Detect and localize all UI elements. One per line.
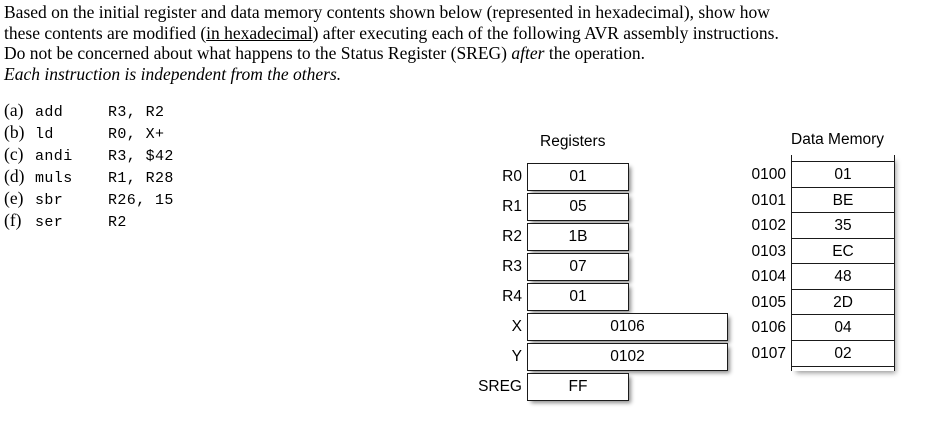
prose-line-1-text: Based on the initial register and data m… [4, 2, 770, 22]
register-value-box[interactable]: FF [527, 373, 629, 401]
register-label: X [511, 318, 522, 335]
register-row: X 0106 [512, 313, 728, 343]
memory-address: 0101 [751, 191, 786, 209]
prose-line-4: Each instruction is independent from the… [4, 64, 948, 85]
instruction-label: (a) [4, 100, 24, 120]
instruction-item: (e) sbr R26, 15 [4, 187, 174, 209]
data-memory-title: Data Memory [791, 131, 885, 148]
register-value-box[interactable]: 0102 [527, 343, 728, 371]
register-row: R3 07 [502, 253, 629, 283]
register-label: SREG [478, 378, 522, 395]
memory-value: 01 [834, 166, 852, 183]
register-row: R0 01 [502, 163, 629, 193]
memory-address: 0100 [751, 166, 786, 183]
register-label: R0 [502, 168, 522, 185]
instruction-operands: R2 [108, 214, 127, 231]
instruction-item: (c) andi R3, $42 [4, 143, 174, 165]
prose-line-2-part-b: ) after executing each of the following … [312, 22, 779, 43]
data-memory-table: 0100 01 0101 BE 0102 35 0103 EC 0104 48 … [752, 155, 895, 371]
register-value-box[interactable]: 07 [527, 253, 629, 281]
register-value-box[interactable]: 01 [527, 283, 629, 311]
question-prose: Based on the initial register and data m… [4, 2, 948, 84]
instruction-mnemonic: muls [35, 170, 73, 187]
prose-independence-note: Each instruction is independent from the… [4, 63, 342, 84]
register-value-box[interactable]: 0106 [527, 313, 728, 341]
prose-underlined-hexadecimal: in hexadecimal [206, 22, 313, 43]
instruction-operands: R26, 15 [108, 192, 174, 209]
register-label: R1 [502, 198, 522, 215]
instruction-operands: R3, $42 [108, 148, 174, 165]
memory-address: 0105 [751, 293, 786, 311]
prose-italic-after: after [511, 43, 545, 63]
memory-address: 0107 [751, 344, 786, 362]
instruction-label: (c) [4, 144, 24, 164]
register-row: Y 0102 [512, 343, 728, 373]
instruction-list: (a) add R3, R2 (b) ld R0, X+ (c) andi R3… [4, 99, 174, 231]
instruction-mnemonic: sbr [35, 192, 64, 209]
prose-line-2-part-a: these contents are modified ( [4, 22, 207, 43]
prose-line-1: Based on the initial register and data m… [4, 2, 948, 23]
register-label: R3 [502, 258, 522, 275]
memory-row[interactable]: 0104 48 [752, 263, 894, 290]
instruction-item: (d) muls R1, R28 [4, 165, 174, 187]
memory-value: BE [832, 191, 854, 209]
register-value-box[interactable]: 01 [527, 163, 629, 191]
memory-value: 02 [834, 344, 852, 362]
instruction-mnemonic: ld [35, 126, 54, 143]
register-value-box[interactable]: 05 [527, 193, 629, 221]
register-label: R2 [502, 228, 522, 245]
register-label: R4 [502, 288, 522, 305]
instruction-item: (b) ld R0, X+ [4, 121, 174, 143]
memory-address: 0102 [751, 217, 786, 234]
instruction-operands: R3, R2 [108, 104, 165, 121]
register-row: R2 1B [502, 223, 629, 253]
memory-row[interactable]: 0103 EC [752, 237, 894, 265]
instruction-item: (a) add R3, R2 [4, 99, 174, 121]
prose-line-3-part-b: the operation. [544, 43, 646, 63]
instruction-operands: R1, R28 [108, 170, 174, 187]
memory-row[interactable]: 0100 01 [752, 161, 894, 188]
memory-value: 48 [834, 268, 852, 285]
memory-value: 04 [834, 319, 852, 336]
memory-row[interactable]: 0107 02 [752, 339, 894, 367]
register-row: SREG FF [478, 373, 629, 403]
memory-value: 2D [833, 293, 853, 311]
instruction-label: (b) [4, 122, 25, 142]
instruction-operands: R0, X+ [108, 126, 165, 143]
registers-title: Registers [540, 133, 606, 150]
instruction-label: (d) [4, 166, 25, 186]
instruction-label: (f) [4, 210, 22, 230]
register-row: R1 05 [502, 193, 629, 223]
prose-line-2: these contents are modified (in hexadeci… [4, 23, 948, 44]
instruction-label: (e) [4, 188, 24, 208]
instruction-mnemonic: add [35, 104, 64, 121]
register-label: Y [511, 348, 522, 365]
instruction-mnemonic: andi [35, 148, 73, 165]
memory-address: 0106 [751, 319, 786, 336]
memory-row[interactable]: 0105 2D [752, 288, 894, 316]
memory-address: 0104 [751, 268, 786, 285]
memory-address: 0103 [751, 242, 786, 260]
register-value-box[interactable]: 1B [527, 223, 629, 251]
memory-value: 35 [834, 217, 852, 234]
memory-row[interactable]: 0101 BE [752, 186, 894, 214]
prose-line-3: Do not be concerned about what happens t… [4, 43, 948, 64]
prose-line-3-part-a: Do not be concerned about what happens t… [4, 43, 512, 63]
memory-row[interactable]: 0106 04 [752, 314, 894, 341]
instruction-item: (f) ser R2 [4, 209, 174, 231]
register-row: R4 01 [502, 283, 629, 313]
memory-value: EC [832, 242, 854, 260]
memory-row[interactable]: 0102 35 [752, 212, 894, 239]
instruction-mnemonic: ser [35, 214, 64, 231]
